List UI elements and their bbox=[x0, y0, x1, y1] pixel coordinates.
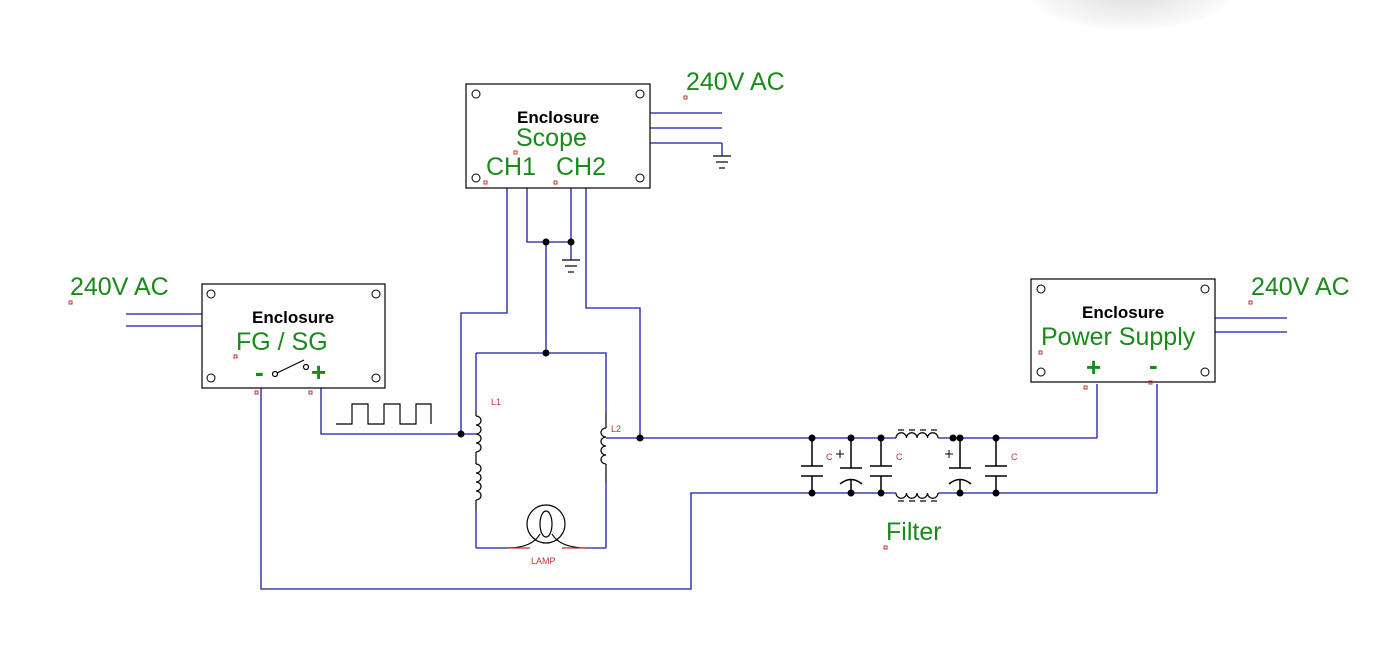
anchor-marker bbox=[513, 150, 518, 155]
fg-output-wire bbox=[320, 388, 476, 435]
l1-label: L1 bbox=[491, 397, 502, 407]
scope-ch1-label: CH1 bbox=[486, 153, 537, 181]
fg-name: FG / SG bbox=[236, 328, 328, 356]
anchor-marker bbox=[1038, 350, 1043, 355]
junction-dot bbox=[457, 430, 465, 438]
ground-symbol bbox=[562, 259, 580, 273]
junction-dot bbox=[877, 489, 885, 497]
anchor-marker bbox=[553, 180, 558, 185]
electrolytic-capacitor bbox=[839, 438, 863, 493]
junction-dot bbox=[542, 349, 550, 357]
junction-dot bbox=[956, 434, 964, 442]
fg-power-label: 240V AC bbox=[70, 273, 169, 301]
fg-enclosure bbox=[201, 283, 386, 389]
fg-switch bbox=[271, 359, 310, 378]
psu-power-label: 240V AC bbox=[1251, 273, 1350, 301]
psu-enclosure-label: Enclosure bbox=[1082, 303, 1165, 322]
anchor-marker bbox=[254, 390, 259, 395]
junction-dot bbox=[567, 238, 575, 246]
junction-dot bbox=[877, 434, 885, 442]
scope-name: Scope bbox=[516, 124, 587, 152]
tank-top-wire bbox=[476, 352, 607, 412]
l2-label: L2 bbox=[611, 424, 622, 434]
scope-enclosure bbox=[465, 83, 651, 189]
psu-name: Power Supply bbox=[1041, 323, 1196, 351]
junction-dot bbox=[847, 434, 855, 442]
square-wave bbox=[336, 403, 432, 425]
anchor-marker bbox=[883, 545, 888, 550]
inductor-l1 bbox=[475, 410, 482, 510]
ch2-probe-wire bbox=[585, 188, 641, 438]
capacitor bbox=[801, 438, 823, 493]
junction-dot bbox=[808, 434, 816, 442]
anchor-marker bbox=[233, 354, 238, 359]
filter-choke bbox=[895, 429, 939, 502]
junction-dot bbox=[992, 434, 1000, 442]
psu-enclosure bbox=[1030, 278, 1216, 383]
fg-plus-label: + bbox=[311, 357, 327, 387]
capacitor bbox=[870, 438, 892, 493]
ch1-probe-wire bbox=[460, 188, 508, 434]
lamp-symbol bbox=[506, 504, 588, 549]
scope-enclosure-label: Enclosure bbox=[517, 108, 600, 127]
ground-symbol bbox=[713, 155, 731, 169]
scope-ch2-label: CH2 bbox=[556, 153, 607, 181]
anchor-marker bbox=[683, 95, 688, 100]
fg-return-wire bbox=[260, 388, 812, 590]
capacitor-label: C bbox=[896, 452, 903, 462]
junction-dot bbox=[949, 434, 957, 442]
inductor-l2 bbox=[600, 412, 607, 482]
psu-plus-label: + bbox=[1086, 352, 1102, 382]
junction-dot bbox=[847, 489, 855, 497]
anchor-marker bbox=[1248, 300, 1253, 305]
lamp-label: LAMP bbox=[531, 556, 556, 566]
junction-dot bbox=[956, 489, 964, 497]
junction-dot bbox=[636, 434, 644, 442]
anchor-marker bbox=[483, 180, 488, 185]
scope-power-label: 240V AC bbox=[686, 68, 785, 96]
anchor-marker bbox=[68, 300, 73, 305]
fg-minus-label: - bbox=[255, 357, 264, 387]
ch1-ground-wire bbox=[526, 188, 571, 243]
capacitor bbox=[985, 438, 1007, 493]
capacitor-label: C bbox=[1011, 452, 1018, 462]
junction-dot bbox=[992, 489, 1000, 497]
fg-enclosure-label: Enclosure bbox=[252, 308, 335, 327]
anchor-marker bbox=[308, 390, 313, 395]
anchor-marker bbox=[1083, 385, 1088, 390]
capacitor-label: C bbox=[826, 452, 833, 462]
anchor-marker bbox=[1148, 380, 1153, 385]
psu-minus-label: - bbox=[1149, 350, 1158, 380]
filter-label: Filter bbox=[886, 518, 942, 546]
electrolytic-capacitor bbox=[948, 438, 972, 493]
junction-dot bbox=[808, 489, 816, 497]
junction-dot bbox=[542, 238, 550, 246]
